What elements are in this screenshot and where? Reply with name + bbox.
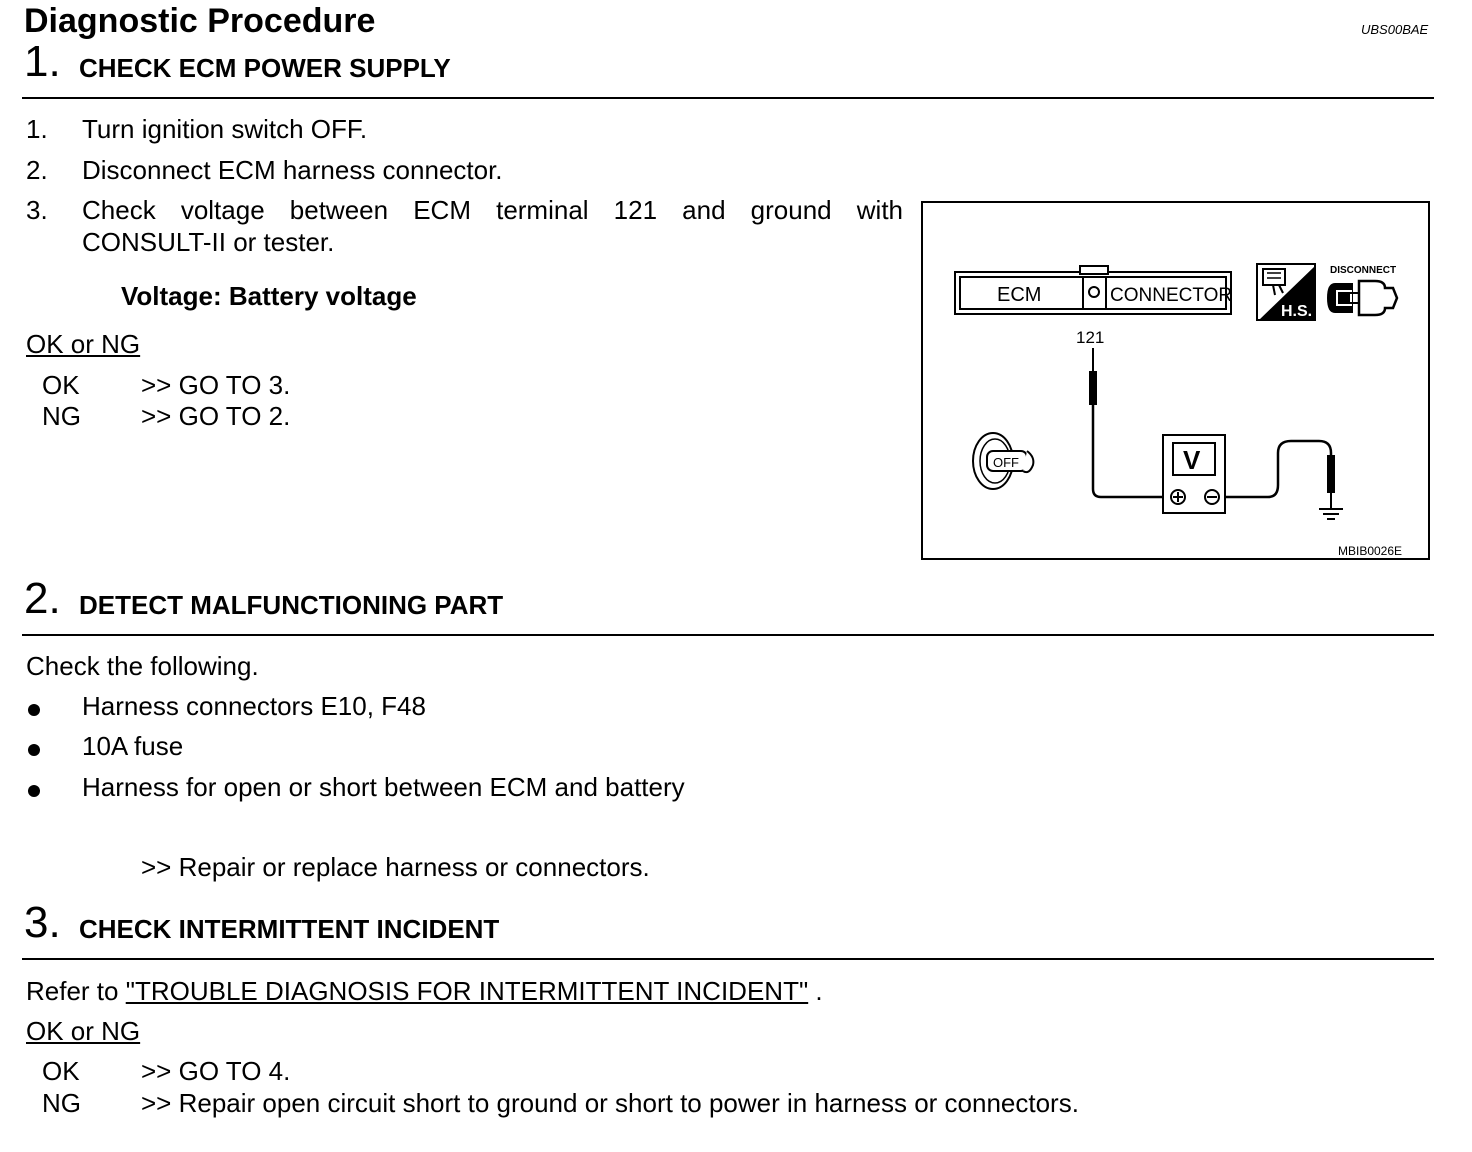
connector-pin-icon xyxy=(1088,286,1100,298)
disconnect-label: DISCONNECT xyxy=(1330,265,1396,276)
ignition-off-label: OFF xyxy=(993,455,1019,470)
negative-lead xyxy=(1225,439,1333,499)
step-2-heading: DETECT MALFUNCTIONING PART xyxy=(79,590,504,620)
trouble-diagnosis-link[interactable]: "TROUBLE DIAGNOSIS FOR INTERMITTENT INCI… xyxy=(125,976,809,1006)
document-code: UBS00BAE xyxy=(1361,22,1429,37)
ground-icon xyxy=(1319,493,1343,520)
step-1-item-1-number: 1. xyxy=(26,114,48,144)
step-2-intro: Check the following. xyxy=(26,651,259,681)
ignition-switch-off-icon: OFF xyxy=(972,432,1035,490)
harness-side-icon: H.S. xyxy=(1256,263,1316,321)
step-2-bullet-1: Harness connectors E10, F48 xyxy=(82,691,426,721)
step-3-ok-label: OK xyxy=(42,1056,80,1086)
step-1-heading: CHECK ECM POWER SUPPLY xyxy=(79,53,451,83)
voltmeter-icon: V xyxy=(1162,434,1226,514)
disconnect-icon: DISCONNECT xyxy=(1327,265,1399,317)
step-3-divider xyxy=(22,958,1434,960)
step-2-bullet-2: 10A fuse xyxy=(82,731,184,761)
connector-tab xyxy=(1079,265,1109,275)
ecm-label: ECM xyxy=(997,284,1041,306)
step-3-ng-action: >> Repair open circuit short to ground o… xyxy=(141,1088,1079,1118)
step-1-ng-action: >> GO TO 2. xyxy=(141,401,291,431)
step-2-divider xyxy=(22,634,1434,636)
step-3-ok-action: >> GO TO 4. xyxy=(141,1056,291,1086)
step-3-refer-prefix: Refer to xyxy=(26,976,126,1006)
bullet-icon xyxy=(28,704,40,716)
step-2-number: 2. xyxy=(24,574,61,623)
hs-label: H.S. xyxy=(1281,303,1312,320)
bullet-icon xyxy=(28,744,40,756)
step-3-refer-suffix: . xyxy=(808,976,823,1006)
step-1-item-3-line-2: CONSULT-II or tester. xyxy=(82,227,335,257)
step-2-bullet-3: Harness for open or short between ECM an… xyxy=(82,772,685,802)
step-3-heading: CHECK INTERMITTENT INCIDENT xyxy=(79,914,500,944)
step-1-item-1-text: Turn ignition switch OFF. xyxy=(82,114,368,144)
negative-probe-icon xyxy=(1327,455,1335,493)
step-1-ok-ng-heading: OK or NG xyxy=(26,329,141,359)
step-1-spec: Voltage: Battery voltage xyxy=(121,281,417,311)
step-3-refer-line: Refer to "TROUBLE DIAGNOSIS FOR INTERMIT… xyxy=(26,975,823,1007)
connector-label: CONNECTOR xyxy=(1110,285,1232,306)
step-1-ng-label: NG xyxy=(42,401,81,431)
voltmeter-label: V xyxy=(1183,445,1201,475)
step-1-ok-action: >> GO TO 3. xyxy=(141,370,291,400)
step-3-ng-label: NG xyxy=(42,1088,81,1118)
step-3-number: 3. xyxy=(24,898,61,947)
wiring-diagram-figure: ECM CONNECTOR H.S. DISCONNECT 121 xyxy=(921,201,1430,560)
step-1-divider xyxy=(22,97,1434,99)
figure-code: MBIB0026E xyxy=(1338,544,1402,558)
page-title: Diagnostic Procedure xyxy=(24,2,376,40)
positive-probe-icon xyxy=(1089,371,1097,405)
step-1-item-2-text: Disconnect ECM harness connector. xyxy=(82,155,503,185)
step-1-number: 1. xyxy=(24,37,61,86)
bullet-icon xyxy=(28,785,40,797)
step-1-item-3-number: 3. xyxy=(26,195,48,225)
terminal-121-label: 121 xyxy=(1076,328,1104,347)
step-1-item-2-number: 2. xyxy=(26,155,48,185)
step-3-ok-ng-heading: OK or NG xyxy=(26,1016,141,1046)
step-2-action: >> Repair or replace harness or connecto… xyxy=(141,852,650,882)
step-1-ok-label: OK xyxy=(42,370,80,400)
wiring-diagram: ECM CONNECTOR H.S. DISCONNECT 121 xyxy=(954,263,1402,558)
step-1-item-3-line-1: Check voltage between ECM terminal 121 a… xyxy=(82,195,903,225)
positive-lead xyxy=(1091,405,1163,499)
